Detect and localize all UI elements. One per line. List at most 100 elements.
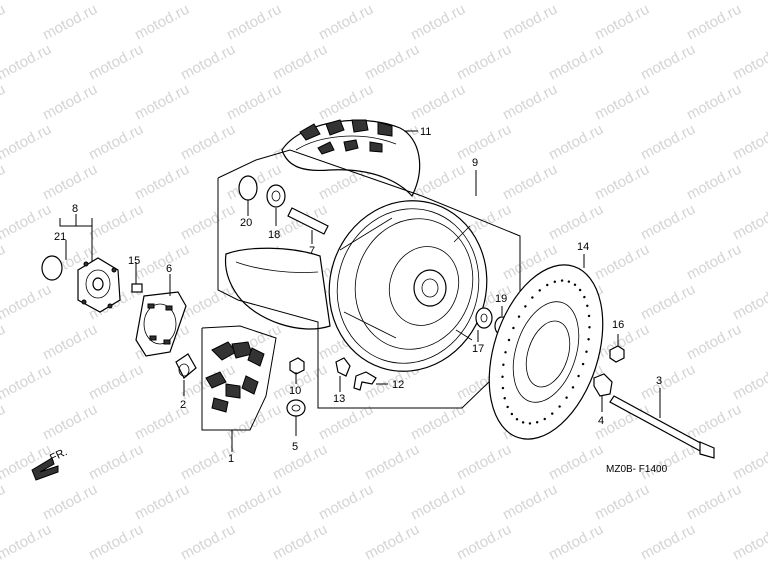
watermark-text: motod.ru: [0, 241, 8, 284]
watermark-text: motod.ru: [684, 401, 744, 444]
watermark-text: motod.ru: [500, 1, 560, 44]
disk-hole: [528, 422, 532, 425]
watermark-text: motod.ru: [684, 161, 744, 204]
label-part-14: 14: [577, 241, 589, 253]
watermark-text: motod.ru: [40, 401, 100, 444]
watermark-text: motod.ru: [0, 361, 54, 404]
watermark-text: motod.ru: [454, 441, 514, 484]
watermark-text: motod.ru: [132, 481, 192, 524]
watermark-text: motod.ru: [224, 81, 284, 124]
disk-hole: [521, 421, 525, 424]
oring-21: [41, 255, 63, 281]
watermark-text: motod.ru: [684, 81, 744, 124]
watermark-text: motod.ru: [730, 201, 768, 244]
disk-hole: [502, 363, 505, 366]
watermark-text: motod.ru: [0, 1, 8, 44]
disk-hole: [581, 362, 585, 366]
damper-rubbers: [205, 341, 265, 413]
watermark-text: motod.ru: [408, 1, 468, 44]
watermark-text: motod.ru: [408, 81, 468, 124]
label-part-13: 13: [333, 393, 345, 405]
watermark-text: motod.ru: [316, 1, 376, 44]
label-part-5: 5: [292, 441, 298, 453]
watermark-text: motod.ru: [0, 41, 54, 84]
watermark-text: motod.ru: [500, 81, 560, 124]
disk-hole: [560, 279, 564, 282]
watermark-text: motod.ru: [362, 0, 422, 4]
watermark-text: motod.ru: [454, 0, 514, 4]
disk-hole: [586, 304, 589, 308]
watermark-text: motod.ru: [178, 281, 238, 324]
watermark-text: motod.ru: [270, 0, 330, 4]
watermark-text: motod.ru: [0, 481, 8, 524]
direction-label: FR.: [48, 446, 69, 465]
watermark-text: motod.ru: [592, 481, 652, 524]
disk-hole: [531, 296, 534, 299]
valve-clip: [335, 357, 351, 377]
watermark-text: motod.ru: [454, 521, 514, 564]
watermark-text: motod.ru: [500, 481, 560, 524]
watermark-text: motod.ru: [408, 481, 468, 524]
watermark-text: motod.ru: [546, 121, 606, 164]
front-direction-arrow: [31, 457, 59, 481]
label-part-21: 21: [54, 231, 66, 243]
label-part-3: 3: [656, 375, 662, 387]
watermark-text: motod.ru: [40, 321, 100, 364]
disk-bolt: [609, 345, 625, 363]
watermark-text: motod.ru: [0, 0, 54, 4]
label-part-11: 11: [420, 126, 431, 138]
watermark-text: motod.ru: [132, 161, 192, 204]
watermark-text: motod.ru: [362, 521, 422, 564]
disk-hole: [573, 283, 577, 286]
watermark-text: motod.ru: [86, 41, 146, 84]
valve-nut: [289, 357, 305, 375]
collar: [175, 353, 197, 379]
watermark-text: motod.ru: [592, 81, 652, 124]
disk-hole: [517, 315, 521, 318]
watermark-text: motod.ru: [0, 201, 54, 244]
watermark-text: motod.ru: [224, 1, 284, 44]
watermark-text: motod.ru: [638, 441, 698, 484]
watermark-text: motod.ru: [132, 1, 192, 44]
tire-lower: [224, 247, 331, 330]
label-part-8: 8: [72, 203, 78, 215]
watermark-text: motod.ru: [270, 521, 330, 564]
leader-lines: [65, 130, 661, 452]
watermark-text: motod.ru: [500, 161, 560, 204]
watermark-text: motod.ru: [730, 121, 768, 164]
watermark-text: motod.ru: [40, 481, 100, 524]
watermark-text: motod.ru: [684, 1, 744, 44]
disk-hole: [504, 351, 507, 354]
watermark-text: motod.ru: [546, 0, 606, 4]
distance-collar: [287, 207, 329, 235]
oring-20: [238, 175, 258, 201]
label-part-4: 4: [598, 415, 604, 427]
driven-flange-plate: [135, 291, 187, 357]
watermark-text: motod.ru: [0, 521, 54, 564]
disk-hole: [546, 283, 549, 287]
disk-hole: [535, 421, 539, 424]
label-part-19: 19: [495, 293, 507, 305]
watermark-text: motod.ru: [0, 121, 54, 164]
bearing-18-inner: [271, 190, 281, 202]
bearing-17: [475, 307, 493, 329]
washer-5: [286, 399, 306, 417]
watermark-text: motod.ru: [730, 281, 768, 324]
watermark-text: motod.ru: [546, 41, 606, 84]
watermark-text: motod.ru: [638, 41, 698, 84]
watermark-text: motod.ru: [40, 161, 100, 204]
watermark-text: motod.ru: [730, 521, 768, 564]
label-part-2: 2: [180, 399, 186, 411]
watermark-text: motod.ru: [362, 41, 422, 84]
disk-hole: [515, 418, 519, 421]
disk-hole: [510, 412, 514, 416]
label-part-6: 6: [166, 263, 172, 275]
watermark-text: motod.ru: [638, 361, 698, 404]
disk-hole: [578, 288, 582, 292]
watermark-text: motod.ru: [592, 241, 652, 284]
label-part-1: 1: [228, 453, 234, 465]
disk-hole: [543, 417, 546, 421]
disk-hole: [583, 295, 586, 299]
label-part-10: 10: [289, 385, 301, 397]
